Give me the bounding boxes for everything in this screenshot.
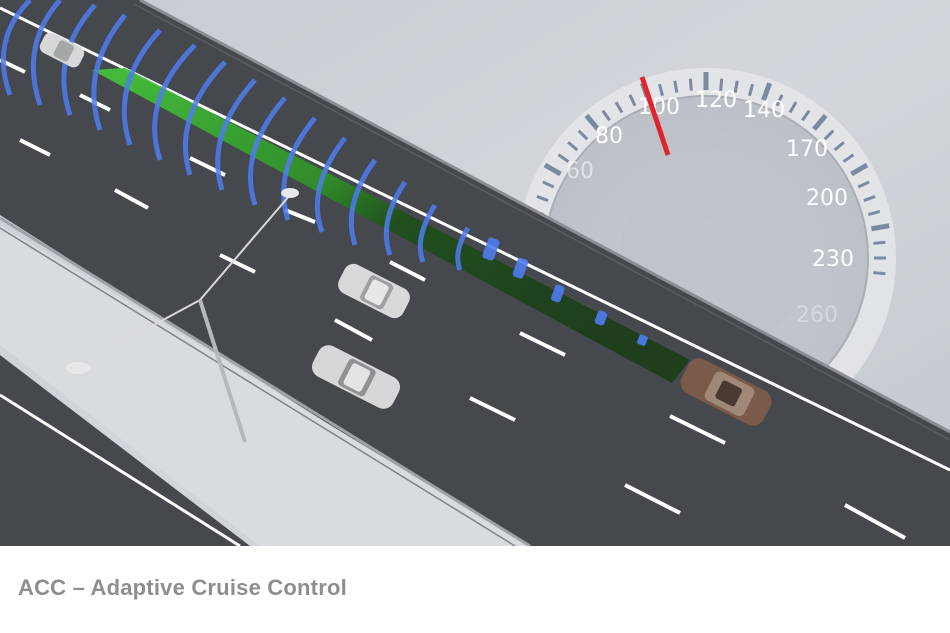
speed-label-60: 60 (566, 159, 594, 184)
speed-label-230: 230 (812, 247, 854, 272)
radar-waves (0, 0, 471, 271)
speed-label-140: 140 (743, 98, 785, 123)
speed-labels: 60 80 100 120 140 170 200 230 260 (566, 88, 854, 328)
ego-car (680, 358, 772, 426)
speed-label-120: 120 (695, 88, 737, 113)
far-car (39, 32, 85, 68)
speed-label-200: 200 (806, 186, 848, 211)
speed-label-80: 80 (595, 124, 623, 149)
mid-car-1 (338, 263, 410, 319)
street-lamp (66, 188, 299, 443)
speedometer-needle (639, 76, 671, 156)
speed-label-260: 260 (796, 303, 838, 328)
opposite-road (0, 355, 250, 546)
radar-waves-far (482, 237, 648, 346)
acc-illustration: 60 80 100 120 140 170 200 230 260 (0, 0, 950, 546)
speed-label-100: 100 (638, 95, 680, 120)
speed-label-170: 170 (786, 137, 828, 162)
caption-title: ACC – Adaptive Cruise Control (18, 575, 347, 600)
safe-distance-zone (92, 68, 690, 383)
mid-car-2 (311, 345, 401, 409)
